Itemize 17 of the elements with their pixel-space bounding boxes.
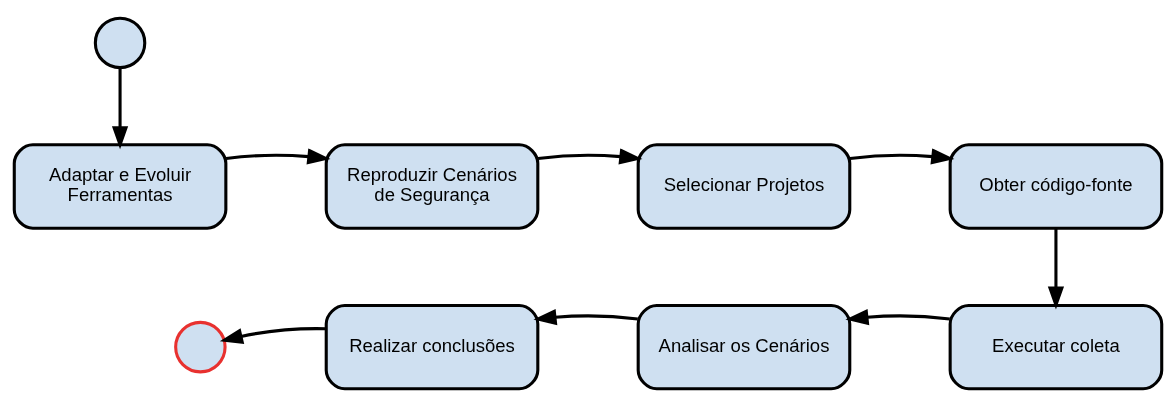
arrow bbox=[537, 148, 643, 165]
node-box: Realizar conclusões bbox=[324, 303, 540, 391]
arrow bbox=[219, 327, 327, 344]
arrow bbox=[845, 309, 950, 326]
node-box: Obter código-fonte bbox=[948, 143, 1164, 230]
arrow bbox=[849, 148, 955, 165]
node-box: Selecionar Projetos bbox=[636, 143, 852, 230]
node-box: Adaptar e Evoluir Ferramentas bbox=[12, 143, 228, 230]
arrow bbox=[225, 148, 331, 165]
arrow bbox=[111, 67, 129, 150]
arrow bbox=[1047, 228, 1065, 310]
node-circle bbox=[93, 16, 147, 70]
node-box: Reproduzir Cenários de Segurança bbox=[324, 143, 540, 230]
node-box: Analisar os Cenários bbox=[636, 303, 852, 391]
arrow bbox=[533, 309, 638, 326]
node-box: Executar coleta bbox=[948, 303, 1164, 391]
node-circle bbox=[174, 320, 227, 374]
